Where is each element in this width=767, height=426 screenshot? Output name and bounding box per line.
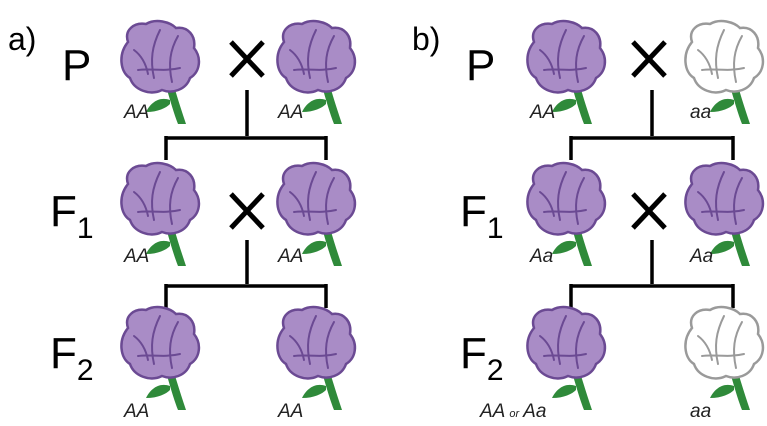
cross-icon	[631, 40, 667, 78]
genotype-label: AA	[277, 246, 303, 267]
genotype-label: AA	[277, 102, 303, 123]
genotype-label: AA	[529, 102, 555, 123]
generation-f1-label: F1	[50, 187, 94, 245]
flower-purple	[527, 307, 605, 410]
cross-connector-lines	[569, 90, 735, 160]
generation-f1-label: F1	[460, 187, 504, 245]
generation-f2-label: F2	[460, 329, 504, 387]
panel-a-label: a)	[8, 21, 36, 57]
genotype-label: aa	[690, 401, 711, 422]
genotype-label: AA	[123, 246, 149, 267]
genotype-label: AA	[123, 102, 149, 123]
genotype-label: aa	[690, 102, 711, 123]
flower-purple	[277, 307, 355, 410]
generation-p-label: P	[62, 41, 91, 90]
cross-icon	[229, 192, 265, 230]
generation-f2-label: F2	[50, 329, 94, 387]
genotype-label: Aa	[689, 246, 713, 267]
flower-white	[685, 307, 763, 410]
panel-b-label: b)	[412, 21, 440, 57]
genotype-label: AA	[277, 401, 303, 422]
cross-connector-lines	[569, 240, 735, 308]
genotype-label: Aa	[529, 246, 553, 267]
cross-icon	[229, 40, 265, 78]
panel-a: a) P AA AA F1 AA AA F2 AA AA	[8, 21, 355, 422]
cross-connector-lines	[164, 90, 328, 160]
genotype-label: AA	[123, 401, 149, 422]
flower-purple	[121, 307, 199, 410]
generation-p-label: P	[466, 41, 495, 90]
cross-connector-lines	[164, 240, 328, 308]
cross-icon	[631, 192, 667, 230]
